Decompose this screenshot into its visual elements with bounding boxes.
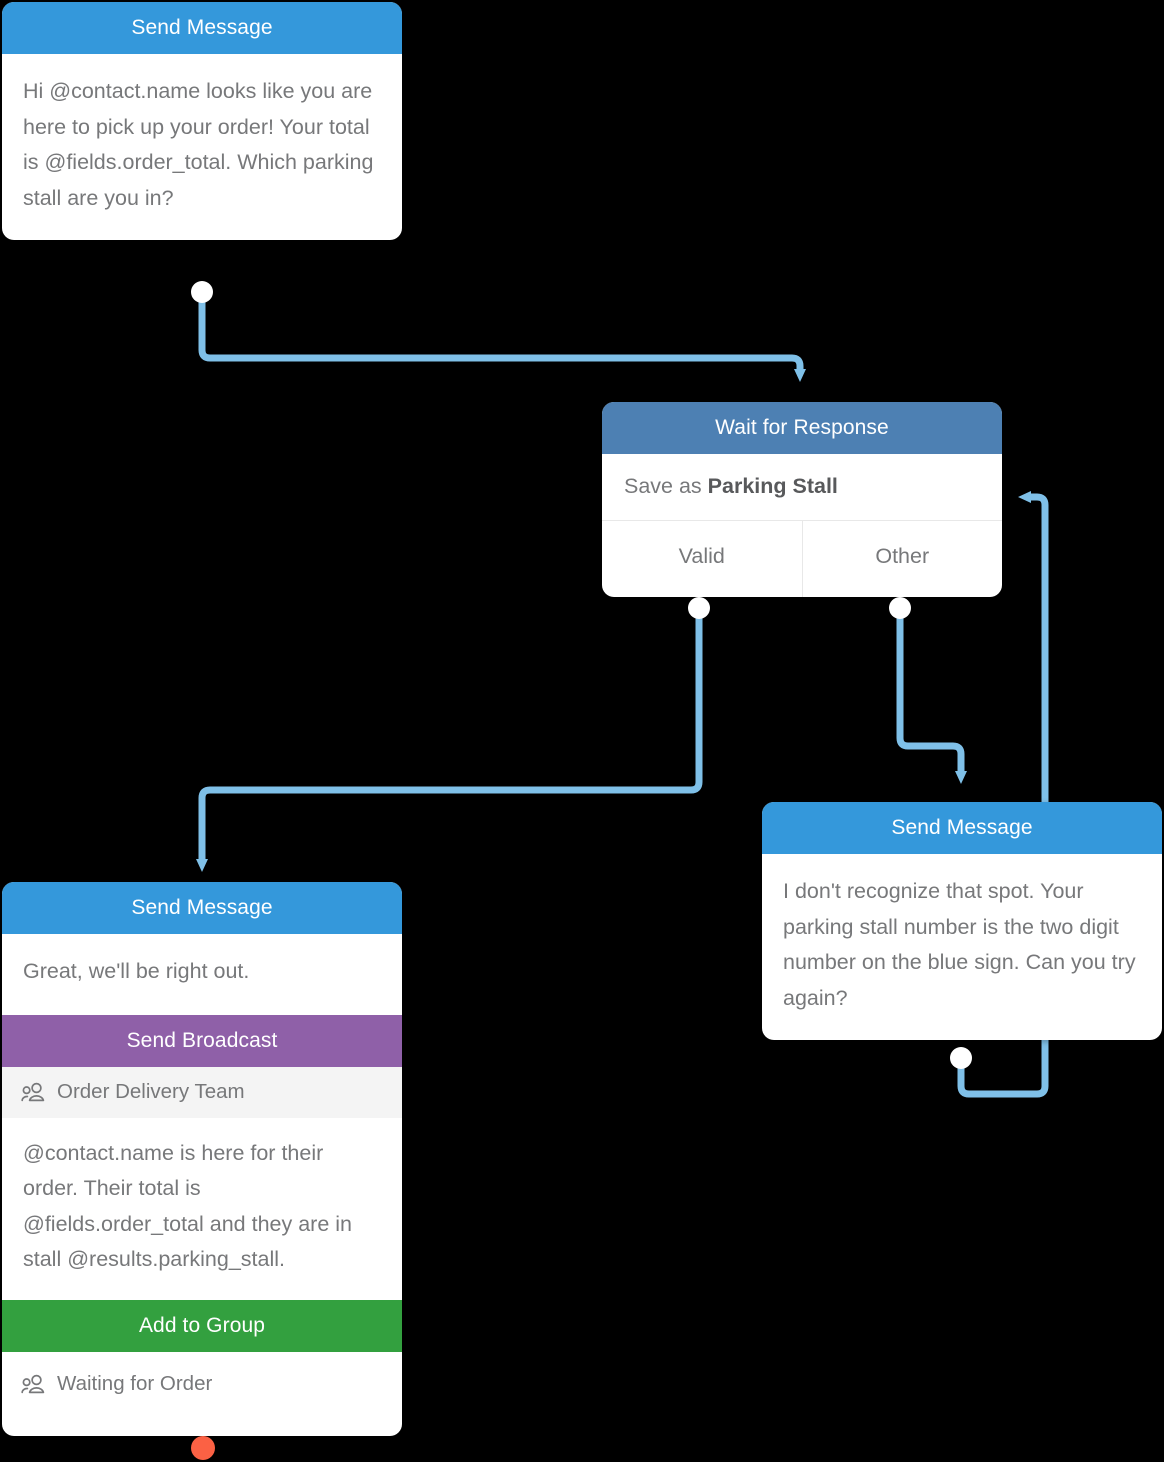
node-header-send-message: Send Message	[2, 2, 402, 54]
start-dot[interactable]	[191, 1436, 215, 1460]
node-wait-for-response[interactable]: Wait for Response Save as Parking Stall …	[602, 402, 1002, 597]
edge-intro-to-wait	[198, 292, 806, 382]
exit-connector-dot-retry[interactable]	[950, 1047, 972, 1069]
save-as-prefix: Save as	[624, 474, 708, 498]
node-body-text: Great, we'll be right out.	[23, 959, 250, 983]
node-header-wait-for-response: Wait for Response	[602, 402, 1002, 454]
exit-valid[interactable]: Valid	[678, 544, 725, 568]
node-body-text: I don't recognize that spot. Your parkin…	[783, 879, 1142, 1010]
node-header-send-message: Send Message	[762, 802, 1162, 854]
people-icon	[21, 1374, 45, 1393]
exit-other[interactable]: Other	[801, 521, 1003, 597]
edge-other-to-retry	[896, 608, 967, 784]
node-header-send-broadcast: Send Broadcast	[2, 1014, 402, 1067]
add-to-group-row[interactable]: Waiting for Order	[2, 1352, 402, 1436]
broadcast-recipient-row[interactable]: Order Delivery Team	[2, 1066, 402, 1118]
exit-connector-dot-valid[interactable]	[688, 597, 710, 619]
exit-connector-dot-other[interactable]	[889, 597, 911, 619]
broadcast-recipient-label: Order Delivery Team	[57, 1079, 245, 1103]
node-send-message-confirm[interactable]: Send Message Great, we'll be right out. …	[2, 882, 402, 1436]
save-as-row: Save as Parking Stall	[602, 454, 1002, 521]
edge-valid-to-confirm	[196, 608, 703, 872]
node-send-message-retry[interactable]: Send Message I don't recognize that spot…	[762, 802, 1162, 1040]
node-send-message-intro[interactable]: Send Message Hi @contact.name looks like…	[2, 2, 402, 240]
node-header-add-to-group: Add to Group	[2, 1299, 402, 1352]
save-as-result-name: Parking Stall	[707, 474, 838, 498]
wait-exit-row: Valid Other	[602, 521, 1002, 597]
broadcast-body-text: @contact.name is here for their order. T…	[23, 1140, 358, 1272]
node-header-send-message: Send Message	[2, 882, 402, 934]
people-icon	[21, 1082, 45, 1101]
node-body-text: Hi @contact.name looks like you are here…	[23, 79, 380, 210]
exit-connector-dot-intro[interactable]	[191, 281, 213, 303]
add-to-group-label: Waiting for Order	[57, 1371, 213, 1395]
